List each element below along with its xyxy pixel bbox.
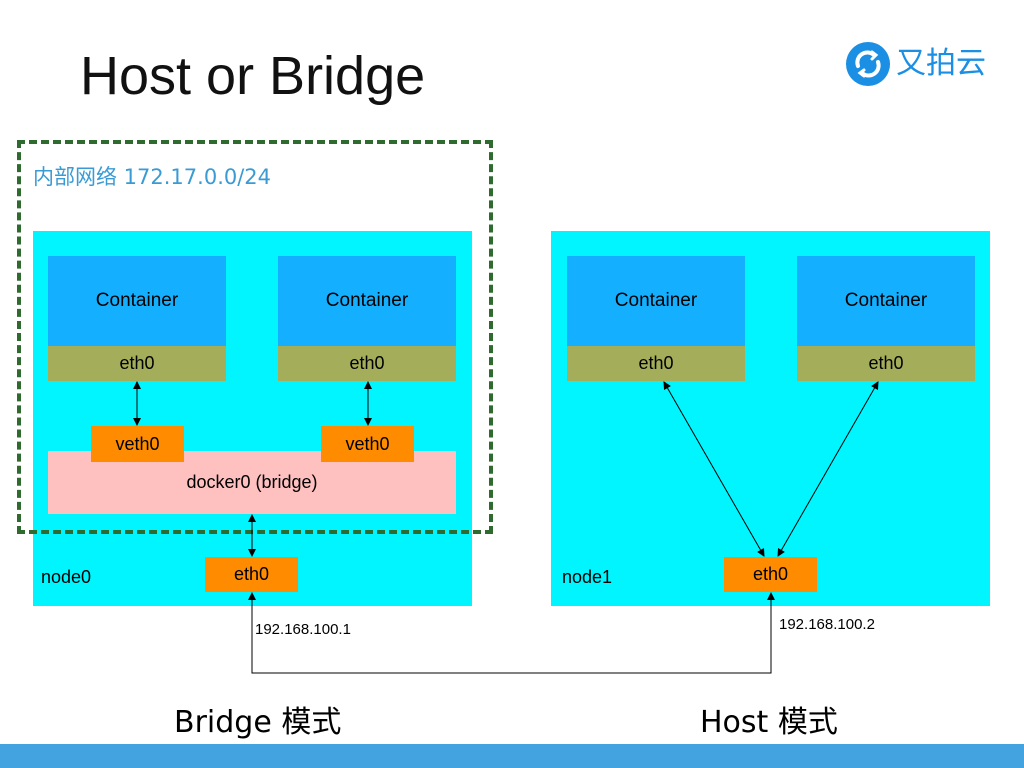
upyun-logo: 又拍云 [844, 40, 994, 90]
node0-container-2-eth: eth0 [278, 346, 456, 381]
node1-container-2: Container [797, 256, 975, 346]
bridge-mode-label: Bridge 模式 [174, 705, 342, 740]
node0-container-1: Container [48, 256, 226, 346]
node0-container-2: Container [278, 256, 456, 346]
node1-container-1-eth: eth0 [567, 346, 745, 381]
node0-veth-2: veth0 [321, 426, 414, 462]
footer-bar [0, 744, 1024, 768]
slide-title: Host or Bridge [80, 46, 426, 106]
node1-container-2-eth: eth0 [797, 346, 975, 381]
node0-ip: 192.168.100.1 [255, 621, 351, 638]
node1-ip: 192.168.100.2 [779, 616, 875, 633]
internal-network-label: 内部网络 172.17.0.0/24 [33, 165, 272, 189]
node1-host-eth: eth0 [724, 557, 817, 592]
node1-container-1: Container [567, 256, 745, 346]
node0-container-1-eth: eth0 [48, 346, 226, 381]
node0-label: node0 [41, 567, 92, 587]
node0-veth-1: veth0 [91, 426, 184, 462]
node0-host-eth: eth0 [205, 557, 298, 592]
internal-network-boundary [17, 140, 493, 534]
host-mode-label: Host 模式 [700, 705, 838, 740]
node1-label: node1 [562, 567, 613, 587]
logo-text: 又拍云 [896, 46, 986, 81]
upyun-logo-icon [846, 42, 890, 86]
